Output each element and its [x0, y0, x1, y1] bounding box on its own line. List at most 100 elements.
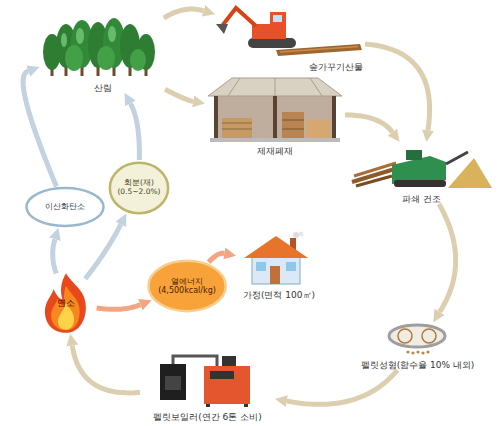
oval-outline [110, 163, 168, 213]
crusher-machine-part [392, 156, 446, 184]
flow-arrow [85, 224, 121, 278]
sawmill-shed [208, 78, 342, 142]
pellet-boiler-node: 펠릿보일러(연간 6톤 소비) [140, 350, 275, 422]
sawmill-shed-part [273, 96, 277, 138]
flow-arrow [287, 370, 398, 404]
flow-arrow [72, 346, 140, 393]
excavator-logs-part [270, 12, 286, 26]
thinning-node: 숲가꾸기산물 [215, 4, 365, 72]
sawmill-shed-part [282, 112, 304, 138]
sawmill-shed-part [222, 129, 252, 130]
house-icon-part [244, 236, 308, 258]
sawmill-shed-part [275, 78, 276, 96]
flow-arrow [23, 71, 56, 186]
sawmill-shed-part [228, 78, 240, 96]
oval-outline [26, 188, 103, 226]
sawmill-node: 제재폐재 [205, 74, 345, 156]
pellet-mixer-part [426, 350, 429, 353]
pellet-mixer-part [411, 351, 414, 354]
forest-trees-part [65, 45, 83, 71]
pellet-mixer-part [422, 329, 436, 343]
crusher-machine-part [354, 163, 396, 176]
pellet-mixer-part [406, 350, 409, 353]
pellet-boiler-part [206, 404, 210, 407]
excavator-logs [216, 8, 362, 56]
excavator-logs-part [222, 8, 256, 26]
sawmill-shed-part [222, 118, 252, 138]
crusher-machine-part [446, 152, 468, 164]
house-icon-part [299, 232, 304, 237]
node-label: 연소 [57, 298, 75, 308]
excavator-logs-part [252, 24, 286, 39]
heat-oval: 열에너지 (4,500kcal/kg) [146, 258, 228, 314]
house-icon-part [286, 262, 296, 271]
sawmill-shed-part [208, 78, 342, 96]
crusher-machine-part [356, 176, 392, 186]
pellet-boiler [160, 356, 250, 407]
node-caption: 산림 [94, 83, 112, 93]
sawmill-shed-part [222, 123, 252, 124]
crusher-machine [352, 150, 492, 188]
pellet-boiler-part [222, 356, 236, 366]
flow-arrow [130, 103, 139, 160]
node-caption: 숲가꾸기산물 [309, 62, 363, 72]
forest-trees-part [108, 26, 116, 42]
sawmill-shed-part [214, 96, 218, 138]
house-icon [244, 232, 308, 285]
pellet-mixer-part [416, 350, 419, 353]
house-icon-part [270, 266, 280, 284]
ash-circle: 회분(재) (0.5~2.0%) [108, 160, 170, 216]
house-icon-part [252, 256, 300, 284]
flow-arrow [164, 9, 204, 18]
node-caption: 가정(면적 100㎡) [243, 290, 315, 300]
house-icon-part [256, 262, 266, 271]
pellet-mixer [389, 325, 445, 355]
sawmill-shed-part [332, 96, 336, 138]
node-label: 이산화탄소 [45, 202, 85, 211]
excavator-logs-part [248, 38, 296, 48]
pellet-forming-node: 펠릿성형(함수율 10% 내외) [345, 322, 490, 370]
forest-trees-part [76, 28, 84, 44]
node-caption: 제재폐재 [257, 146, 293, 156]
flow-arrow [439, 204, 456, 312]
flow-arrow [345, 115, 392, 132]
excavator-logs-part [273, 15, 282, 22]
house-node: 가정(면적 100㎡) [236, 232, 322, 300]
pellet-boiler-part [210, 371, 234, 379]
forest-trees [43, 18, 155, 76]
flame-part [51, 286, 80, 331]
forest-trees-part [97, 46, 115, 70]
pellet-boiler-part [165, 376, 181, 390]
flow-arrow [53, 239, 56, 273]
sawmill-shed-part [210, 138, 340, 142]
flow-arrow [209, 253, 225, 262]
flow-arrow [97, 305, 141, 310]
node-caption: 파쇄 건조 [402, 194, 441, 204]
pellet-mixer-part [389, 325, 445, 347]
co2-oval: 이산화탄소 [24, 186, 106, 228]
node-caption: 펠릿보일러(연간 6톤 소비) [153, 412, 261, 422]
pellet-mixer-part [421, 351, 424, 354]
house-icon-part [293, 232, 299, 238]
crusher-node: 파쇄 건조 [348, 142, 495, 204]
forest-node: 산림 [40, 18, 165, 93]
sawmill-shed-part [282, 120, 304, 121]
sawmill-shed-part [214, 95, 336, 138]
crusher-machine-part [448, 158, 492, 188]
combustion-flame: 연소 [35, 272, 97, 334]
crusher-machine-part [394, 180, 446, 187]
forest-trees-part [61, 33, 67, 47]
sawmill-shed-part [282, 129, 304, 130]
oval-outline [148, 261, 225, 311]
pellet-boiler-part [244, 404, 248, 407]
excavator-logs-part [216, 24, 228, 34]
flow-arrow [165, 89, 193, 101]
forest-trees-part [130, 49, 146, 71]
node-caption: 펠릿성형(함수율 10% 내외) [361, 360, 475, 370]
pellet-mixer-part [398, 329, 412, 343]
sawmill-shed-part [310, 78, 322, 96]
crusher-machine-part [406, 150, 422, 160]
sawmill-shed-part [306, 120, 330, 138]
pellet-boiler-part [204, 366, 250, 404]
